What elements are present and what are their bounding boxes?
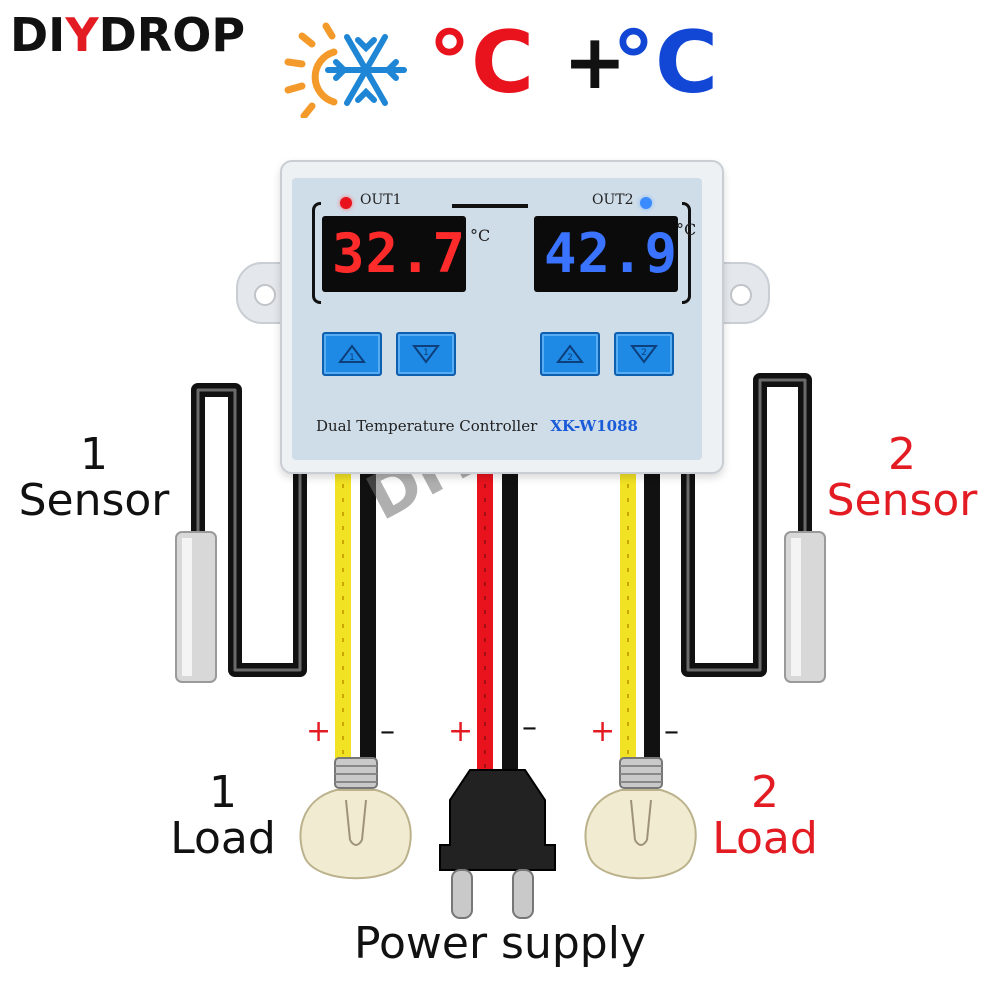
display2: 42.9: [534, 216, 678, 292]
sensor2-text: Sensor: [826, 475, 978, 527]
svg-text:2: 2: [567, 353, 573, 363]
sun-snowflake-icon: [284, 22, 407, 118]
out1-led: [340, 197, 352, 209]
celsius-red: °C: [428, 13, 535, 113]
load2-minus-sign: –: [664, 714, 679, 749]
load2-label: 2 Load: [700, 767, 830, 865]
triangle-up-icon: 2: [556, 344, 584, 363]
brand-text-part1: DI: [10, 8, 66, 62]
display2-unit: °C: [676, 220, 697, 239]
model-code: XK-W1088: [550, 417, 638, 435]
sensor1-number: 1: [80, 429, 108, 480]
svg-text:1: 1: [423, 348, 429, 358]
bracket-top-bar: [452, 204, 528, 208]
sensor2-number: 2: [888, 429, 916, 480]
power-minus-sign: –: [522, 710, 537, 745]
celsius-blue: °C: [612, 13, 719, 113]
up-button-1[interactable]: 1: [322, 332, 382, 376]
out2-led: [640, 197, 652, 209]
bulb2-icon: [584, 757, 697, 880]
brand-text-y: Y: [65, 8, 99, 62]
sensor2-cable: [681, 373, 812, 677]
triangle-up-icon: 1: [338, 344, 366, 363]
bracket-right: [682, 202, 691, 304]
load1-label: 1 Load: [158, 767, 288, 865]
load1-number: 1: [209, 767, 237, 818]
display1: 32.7: [322, 216, 466, 292]
out1-label: OUT1: [360, 192, 402, 208]
load2-text: Load: [712, 813, 818, 865]
display2-value: 42.9: [544, 222, 679, 285]
brand-text-part3: DROP: [98, 8, 246, 62]
sensor1-cable: [191, 383, 307, 677]
svg-text:2: 2: [641, 348, 647, 358]
model-line: Dual Temperature Controller XK-W1088: [316, 416, 638, 435]
bulb1-icon: [299, 757, 412, 880]
load1-minus-sign: –: [380, 714, 395, 749]
display1-unit: °C: [470, 226, 491, 245]
triangle-down-icon: 2: [630, 345, 658, 364]
model-text: Dual Temperature Controller: [316, 417, 538, 435]
bracket-left: [312, 202, 321, 304]
sensor2-label: 2 Sensor: [822, 429, 982, 527]
load2-plus-sign: +: [590, 714, 616, 749]
power-plug-icon: [439, 769, 556, 919]
out2-label: OUT2: [592, 192, 634, 208]
triangle-down-icon: 1: [412, 345, 440, 364]
down-button-1[interactable]: 1: [396, 332, 456, 376]
plus-sign: +: [563, 17, 627, 106]
load1-text: Load: [170, 813, 276, 865]
down-button-2[interactable]: 2: [614, 332, 674, 376]
up-button-2[interactable]: 2: [540, 332, 600, 376]
power-supply-label: Power supply: [354, 918, 646, 969]
brand-logo: DIYDROP: [10, 8, 245, 62]
power-plus-sign: +: [448, 714, 474, 749]
load1-plus-sign: +: [306, 714, 332, 749]
sensor1-text: Sensor: [18, 475, 170, 527]
svg-text:1: 1: [349, 353, 355, 363]
load2-number: 2: [751, 767, 779, 818]
display1-value: 32.7: [332, 222, 467, 285]
sensor1-label: 1 Sensor: [14, 429, 174, 527]
